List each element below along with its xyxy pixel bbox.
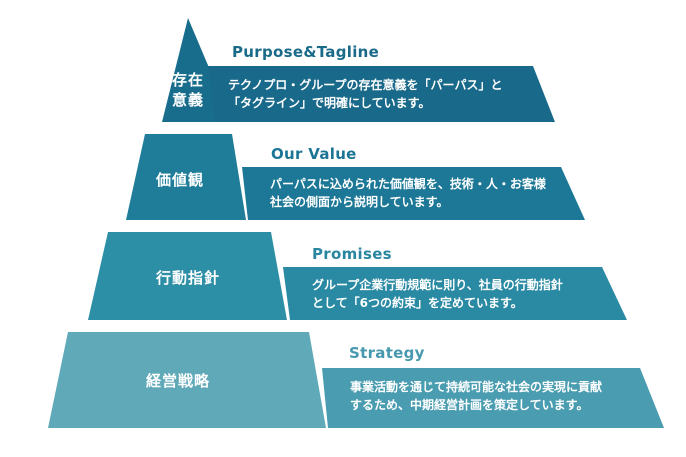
tier-3-description-banner [283,267,627,320]
tier-4-label: 経営戦略 [145,372,210,390]
tier-4-pyramid-section [48,332,326,428]
tier-4-description: 事業活動を通じて持続可能な社会の実現に貢献 するため、中期経営計画を策定していま… [350,380,603,412]
tier-3-description: グループ企業行動規範に則り、社員の行動指針 として「6つの約束」を定めています。 [312,278,563,310]
tier-2-label: 価値観 [155,171,204,189]
tier-4-description-banner [322,368,664,428]
tier-1-description: テクノプロ・グループの存在意義を「パーパス」と 「タグライン」で明確にしています… [228,78,503,110]
tier-2-pyramid-section [126,134,246,220]
tier-2-description: パーパスに込められた価値観を、技術・人・お客様 社会の側面から説明しています。 [270,177,546,209]
tier-1-description-banner [208,66,555,122]
tier-3-pyramid-section [88,232,287,320]
tier-3-label: 行動指針 [155,269,220,287]
tier-2-description-banner [242,167,585,220]
tier-2-title: Our Value [271,145,357,163]
tier-4-title: Strategy [349,344,425,362]
tier-1-title: Purpose&Tagline [232,43,380,61]
tier-3-title: Promises [312,245,392,263]
tier-1-label: 存在 意義 [171,71,204,109]
